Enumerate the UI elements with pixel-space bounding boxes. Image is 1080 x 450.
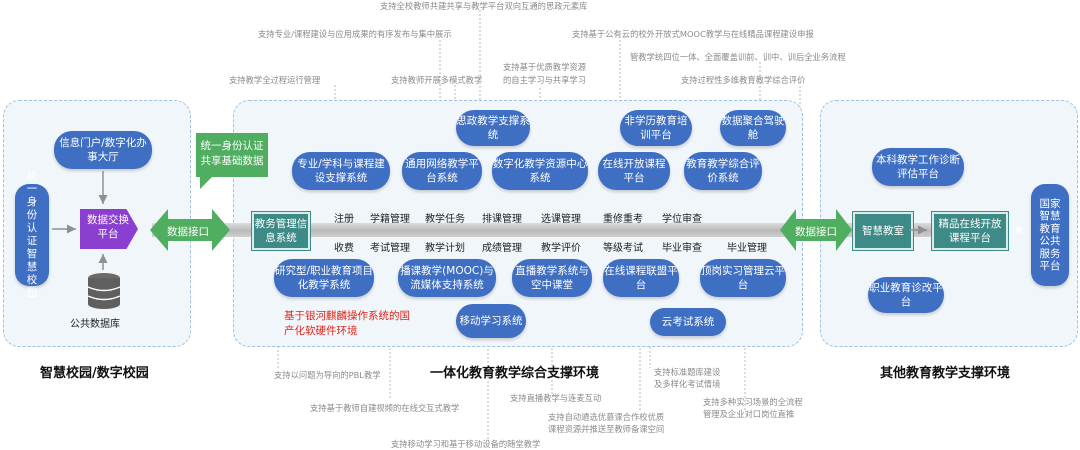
note-mooc-cloud: 支持基于公有云的校外开放式MOOC教学与在线精品课程建设申报 — [572, 29, 814, 39]
bar-end-dot — [1016, 227, 1022, 233]
main-flow-bar — [152, 223, 952, 237]
note-four-in-one: 管教学统四位一体、全面覆盖训前、训中、训后全业务流程 — [630, 52, 846, 62]
national-platform-pill[interactable]: 国家智慧教育公共服务平台 — [1031, 184, 1069, 286]
stage-bottom: 等级考试 — [603, 243, 643, 254]
non-degree-training-pill[interactable]: 非学历教育培训平台 — [620, 110, 692, 146]
campus-auth-pill[interactable]: 统一身份认证智慧校园 — [15, 170, 49, 299]
ideology-system-pill[interactable]: 思政教学支撑系统 — [456, 110, 530, 146]
mooc-streaming-pill[interactable]: 播课教学(MOOC)与流媒体支持系统 — [398, 259, 496, 297]
note-internship-1: 支持多种实习场景的全流程 — [703, 397, 803, 407]
note-major-showcase: 支持专业/课程建设与应用成果的有序发布与集中展示 — [258, 29, 452, 39]
middle-section-title: 一体化教育教学综合支撑环境 — [430, 366, 600, 381]
evaluation-system-pill[interactable]: 教育教学综合评价系统 — [684, 152, 762, 190]
note-question-bank-2: 及多样化考试情境 — [654, 379, 721, 389]
note-question-bank-1: 支持标准题库建设 — [654, 367, 721, 377]
stage-top: 重修重考 — [603, 214, 643, 225]
note-course-push-1: 支持自动遴选优慕课合作校优质 — [548, 412, 665, 422]
auth-callout-tail — [200, 175, 214, 189]
note-internship-2: 管理及企业对口岗位直推 — [703, 409, 795, 419]
public-database-label: 公共数据库 — [70, 319, 120, 330]
data-interface-right-arrow — [780, 209, 852, 251]
note-process-mgmt: 支持教学全过程运行管理 — [229, 75, 321, 85]
data-interface-right-label: 数据接口 — [795, 226, 837, 238]
kylin-highlight: 基于银河麒麟操作系统的国产化软硬件环境 — [284, 310, 410, 337]
auth-callout-label: 统一身份认证共享基础数据 — [200, 140, 264, 167]
online-open-course-pill[interactable]: 在线开放课程平台 — [598, 152, 670, 190]
stage-top: 学位审查 — [662, 214, 702, 225]
stage-top: 注册 — [334, 214, 354, 225]
smart-classroom-box[interactable]: 智慧教室 — [853, 212, 913, 250]
note-pbl: 支持以问题为导向的PBL教学 — [274, 370, 381, 380]
note-mobile: 支持移动学习和基于移动设备的随堂教学 — [391, 439, 541, 449]
mobile-learning-pill[interactable]: 移动学习系统 — [456, 304, 526, 338]
stage-bottom: 教学计划 — [425, 243, 465, 254]
course-alliance-pill[interactable]: 在线课程联盟平台 — [603, 259, 679, 297]
cloud-exam-pill[interactable]: 云考试系统 — [650, 308, 726, 336]
note-multi-mode: 支持教师开展多模式教学 — [391, 75, 483, 85]
undergrad-assessment-pill[interactable]: 本科教学工作诊断评估平台 — [872, 148, 964, 186]
teaching-mgmt-box[interactable]: 教务管理信息系统 — [252, 212, 310, 250]
right-section-title: 其他教育教学支撑环境 — [880, 366, 1011, 381]
stage-bottom: 考试管理 — [370, 243, 410, 254]
left-arrows — [52, 171, 108, 270]
stage-bottom: 成绩管理 — [482, 243, 522, 254]
left-section-title: 智慧校园/数字校园 — [40, 366, 149, 381]
note-live: 支持直播教学与连麦互动 — [510, 393, 602, 403]
stage-top: 排课管理 — [482, 214, 522, 225]
resource-center-pill[interactable]: 数字化教学资源中心系统 — [492, 152, 588, 190]
stage-bottom: 教学评价 — [541, 243, 581, 254]
research-project-pill[interactable]: 研究型/职业教育项目化教学系统 — [274, 259, 374, 297]
general-teaching-pill[interactable]: 通用网络教学平台系统 — [402, 152, 482, 190]
live-teaching-pill[interactable]: 直播教学系统与空中课堂 — [512, 259, 592, 297]
data-cockpit-pill[interactable]: 数据聚合驾驶舱 — [720, 110, 786, 146]
database-icon — [87, 273, 121, 309]
stage-bottom: 收费 — [334, 243, 354, 254]
note-resource-1: 支持基于优质教学资源 — [503, 62, 586, 72]
stage-top: 选课管理 — [541, 214, 581, 225]
data-interface-left-arrow — [150, 209, 230, 251]
stage-top: 教学任务 — [425, 214, 465, 225]
quality-course-box[interactable]: 精品在线开放课程平台 — [932, 212, 1008, 250]
note-video-teaching: 支持基于教师自建视频的在线交互式教学 — [310, 403, 460, 413]
internship-cloud-pill[interactable]: 顶岗实习管理云平台 — [700, 259, 786, 297]
major-course-pill[interactable]: 专业/学科与课程建设支撑系统 — [292, 152, 390, 190]
vocational-diagnosis-pill[interactable]: 职业教育诊改平台 — [868, 277, 944, 313]
data-interface-left-label: 数据接口 — [167, 226, 209, 238]
note-course-push-2: 课程资源并推送至教师备课空间 — [548, 424, 665, 434]
note-evaluation: 支持过程性多维教育教学综合评价 — [681, 75, 806, 85]
note-ideology-library: 支持全校教师共建共享与教学平台双向互通的思政元素库 — [380, 1, 588, 11]
stage-bottom: 毕业管理 — [727, 243, 767, 254]
stage-top: 学籍管理 — [370, 214, 410, 225]
data-exchange-shape — [80, 209, 138, 249]
stage-bottom: 毕业审查 — [662, 243, 702, 254]
right-connector-arrow — [909, 225, 927, 235]
note-resource-2: 的自主学习与共享学习 — [503, 75, 586, 85]
data-exchange-label[interactable]: 数据交换平台 — [87, 214, 129, 240]
info-portal-pill[interactable]: 信息门户/数字化办事大厅 — [54, 131, 152, 169]
auth-callout — [196, 133, 268, 177]
